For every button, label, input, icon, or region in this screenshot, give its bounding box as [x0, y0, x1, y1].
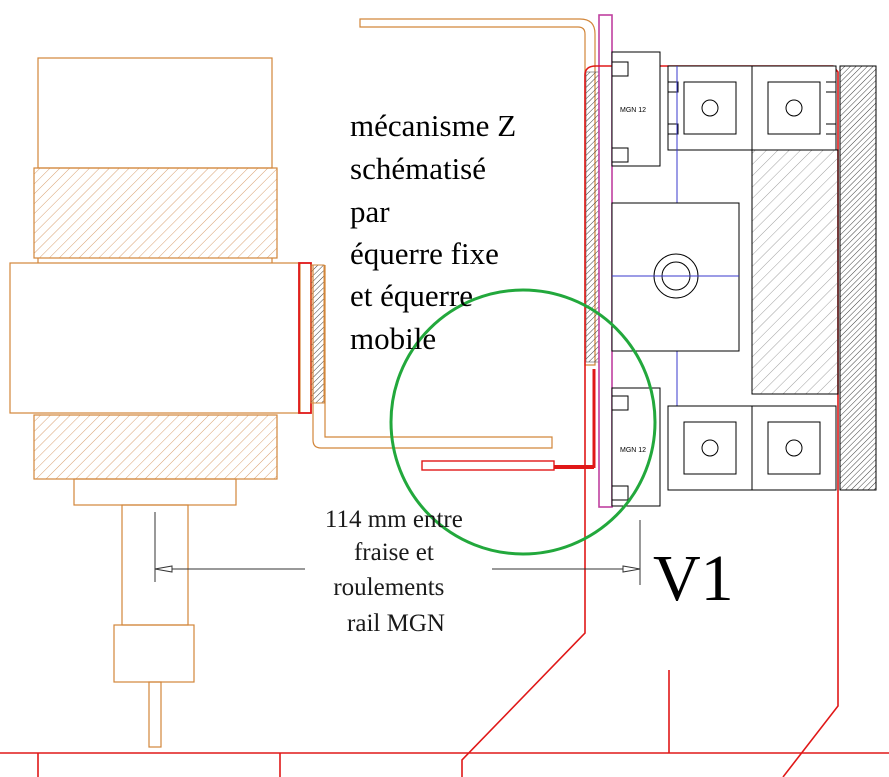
tool-collet [113, 624, 195, 683]
inner-hatch [751, 149, 839, 395]
dimension-line-1: 114 mm entre [325, 506, 463, 533]
spindle-lower-bearing [33, 414, 278, 480]
annotation-line-5: et équerre [350, 278, 473, 313]
spindle-mount-hatch [310, 264, 325, 404]
spindle-top-body [37, 57, 273, 169]
dimension-label: 114 mm entre fraise et roulements rail M… [325, 506, 469, 637]
spindle-upper-bearing [33, 167, 278, 259]
dimension-line-3: roulements [333, 574, 444, 601]
annotation-line-6: mobile [350, 321, 436, 356]
spindle-mount-plate [298, 262, 312, 414]
rail-label-upper: MGN 12 [620, 107, 646, 114]
upper-rail-assembly [611, 51, 837, 167]
frame-red-bar [421, 460, 555, 471]
lower-rail-assembly [611, 387, 837, 507]
annotation-line-4: équerre fixe [350, 236, 499, 271]
dimension-line-4: rail MGN [347, 610, 445, 637]
dimension-line [154, 512, 641, 585]
center-block [611, 202, 740, 352]
bracket-hatch [585, 71, 600, 363]
annotation-line-3: par [350, 194, 390, 229]
fixed-bracket [359, 18, 596, 366]
annotation-line-1: mécanisme Z [350, 108, 516, 143]
carriage-plate [598, 14, 613, 508]
spindle-nose [73, 478, 237, 506]
wall-hatch [839, 65, 877, 491]
spindle [9, 57, 301, 748]
milling-cutter [148, 681, 162, 748]
mobile-bracket [312, 265, 553, 449]
annotation-line-2: schématisé [350, 151, 486, 186]
rail-label-lower: MGN 12 [620, 447, 646, 454]
highlight-circle [389, 288, 657, 556]
view-label: V1 [653, 542, 734, 615]
mechanism-annotation: mécanisme Z schématisé par équerre fixe … [350, 108, 524, 356]
spindle-motor-body [9, 262, 301, 414]
dimension-line-2: fraise et [354, 539, 434, 566]
